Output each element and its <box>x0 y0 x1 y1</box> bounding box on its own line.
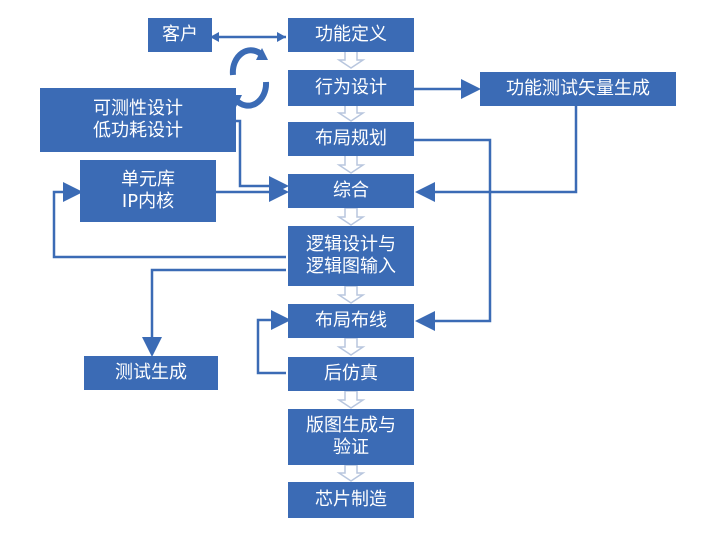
node-customer-label: 客户 <box>162 24 198 45</box>
arrow-behavior-to-floorplan <box>336 104 366 122</box>
node-place-and-route-label: 布局布线 <box>315 310 387 331</box>
arrow-logic-to-placeroute <box>336 285 366 304</box>
node-logic-design-label: 逻辑设计与 <box>306 234 396 255</box>
node-synthesis-label: 综合 <box>333 180 369 201</box>
arrow-postsim-to-layout <box>336 390 366 409</box>
node-layout-generation-label: 版图生成与 <box>306 415 396 436</box>
node-floorplan: 布局规划 <box>288 122 414 156</box>
node-cell-library-label: 单元库 <box>121 169 175 190</box>
arrow-synthesis-to-logic <box>336 207 366 226</box>
node-behavior-design: 行为设计 <box>288 70 414 106</box>
node-post-simulation-label: 后仿真 <box>324 363 378 384</box>
main-flow-arrows <box>336 50 366 482</box>
arrow-placeroute-to-postsim <box>336 337 366 356</box>
node-verification-label: 验证 <box>333 437 369 458</box>
iteration-cycle-icon <box>229 47 270 109</box>
node-test-generation-label: 测试生成 <box>115 362 187 383</box>
arrow-floorplan-to-synthesis <box>336 154 366 174</box>
node-function-definition-label: 功能定义 <box>315 24 387 45</box>
node-place-and-route: 布局布线 <box>288 304 414 338</box>
node-logic-entry-label: 逻辑图输入 <box>306 256 396 277</box>
arrow-layout-to-chip <box>336 464 366 482</box>
node-customer: 客户 <box>148 18 212 52</box>
connector-lines <box>52 79 578 375</box>
node-test-generation: 测试生成 <box>84 356 218 390</box>
node-lowpower-label: 低功耗设计 <box>93 120 183 141</box>
arrow-function-to-behavior <box>336 50 366 69</box>
node-cell-library-ip: 单元库 IP内核 <box>80 160 216 222</box>
node-dft-label: 可测性设计 <box>93 98 183 119</box>
node-chip-manufacturing-label: 芯片制造 <box>315 489 387 510</box>
node-function-definition: 功能定义 <box>288 18 414 52</box>
node-behavior-design-label: 行为设计 <box>315 77 387 98</box>
customer-function-link <box>210 32 286 42</box>
node-functional-test-vector-generation: 功能测试矢量生成 <box>480 72 676 106</box>
node-floorplan-label: 布局规划 <box>315 128 387 149</box>
node-logic-design-entry: 逻辑设计与 逻辑图输入 <box>288 226 414 286</box>
node-functional-test-vector-generation-label: 功能测试矢量生成 <box>506 78 650 99</box>
node-layout-generation-verification: 版图生成与 验证 <box>288 409 414 465</box>
node-chip-manufacturing: 芯片制造 <box>288 482 414 518</box>
node-synthesis: 综合 <box>288 174 414 208</box>
node-post-simulation: 后仿真 <box>288 357 414 391</box>
node-dft-lowpower-design: 可测性设计 低功耗设计 <box>40 88 236 152</box>
node-ip-core-label: IP内核 <box>121 191 175 212</box>
